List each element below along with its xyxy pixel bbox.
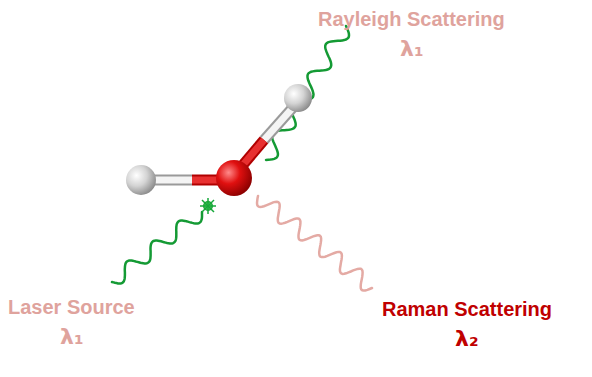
wavelength-symbol: λ₁	[400, 36, 424, 61]
light-wave	[266, 26, 349, 160]
light-wave	[257, 196, 372, 291]
hydrogen-atom	[126, 165, 156, 195]
light-wave	[112, 212, 202, 284]
scatter-label: Raman Scattering	[382, 298, 552, 321]
light-waves	[112, 26, 372, 291]
bond	[150, 175, 192, 186]
oxygen-atom	[216, 160, 252, 196]
wavelength-symbol: λ₂	[455, 326, 479, 351]
hydrogen-atom	[284, 84, 312, 112]
bond	[150, 177, 192, 184]
scatter-label: Rayleigh Scattering	[318, 8, 505, 31]
source-label: Laser Source	[8, 296, 135, 319]
bond	[242, 140, 264, 166]
bond	[242, 140, 264, 166]
impact-spark	[200, 198, 216, 214]
wavelength-symbol: λ₁	[60, 324, 84, 349]
